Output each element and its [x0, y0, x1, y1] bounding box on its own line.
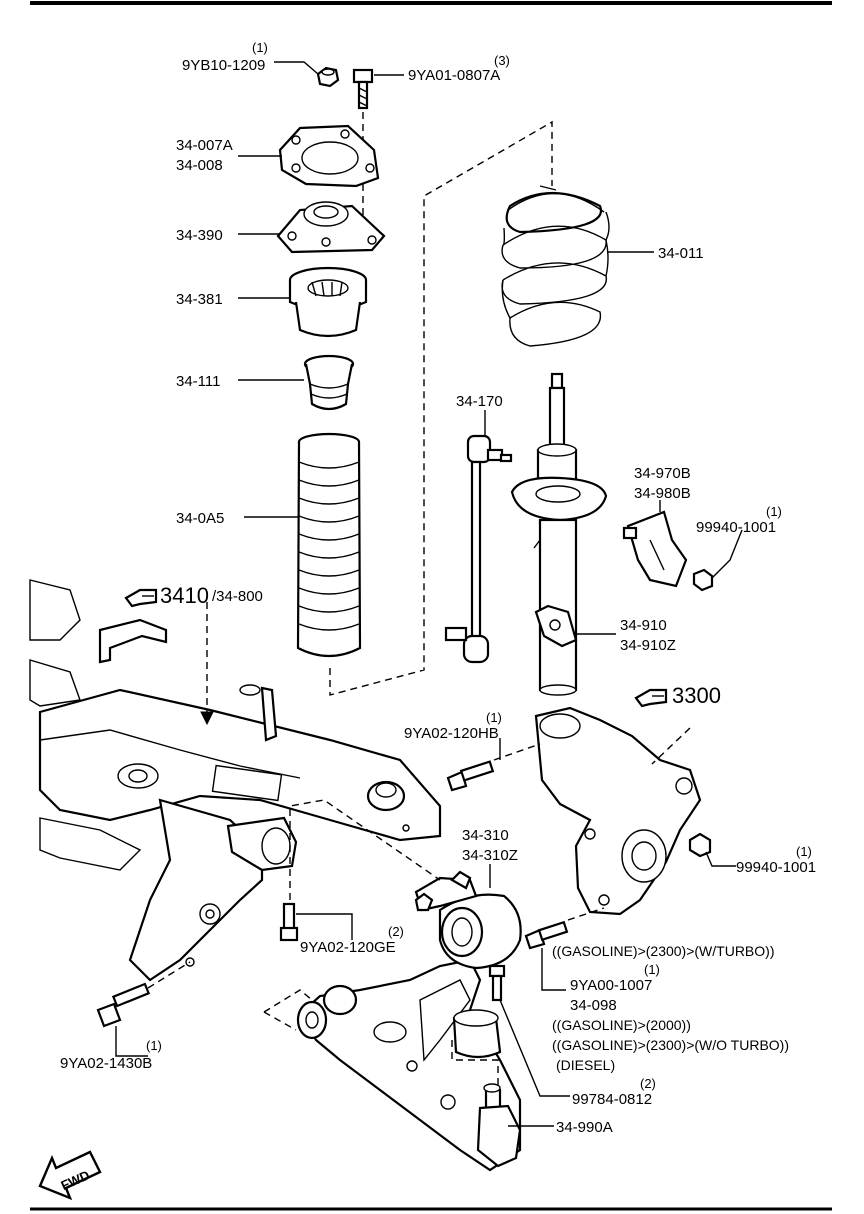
- label-34-390: 34-390: [176, 227, 223, 244]
- upper-mount-34-390[interactable]: [276, 201, 386, 254]
- label-34-170: 34-170: [456, 393, 503, 410]
- bolt-9ya01-0807a[interactable]: [352, 68, 374, 110]
- bushing-34-310[interactable]: [414, 870, 522, 970]
- label-34-008: 34-008: [176, 157, 223, 174]
- note-gasoline-2000: ((GASOLINE)>(2000)): [552, 1017, 691, 1033]
- bracket-34-970b[interactable]: [622, 510, 688, 588]
- shock-absorber-34-910[interactable]: [510, 372, 608, 696]
- bolt-9ya02-120hb[interactable]: [446, 760, 495, 792]
- label-ref-34-800[interactable]: /34-800: [212, 588, 263, 605]
- nut-9yb10-1209[interactable]: [316, 66, 340, 88]
- label-qty-99784: (2): [640, 1076, 656, 1091]
- dust-boot-34-0a5[interactable]: [296, 432, 362, 658]
- label-9yb10-1209: 9YB10-1209: [182, 57, 265, 74]
- bump-stop-34-111[interactable]: [303, 354, 355, 411]
- label-34-011: 34-011: [658, 245, 704, 262]
- label-qty-9ya02-120ge: (2): [388, 924, 404, 939]
- label-9ya00-1007: 9YA00-1007: [570, 977, 652, 994]
- ball-joint-dash: [451, 1040, 499, 1090]
- label-qty-9ya01: (3): [494, 53, 510, 68]
- label-qty-99940-top: (1): [766, 504, 782, 519]
- nut-99940-1001-top[interactable]: [692, 568, 714, 592]
- label-34-098: 34-098: [570, 997, 617, 1014]
- label-34-381: 34-381: [176, 291, 223, 308]
- crossmember-3410[interactable]: [29, 579, 442, 982]
- knuckle-arrow-line: [651, 727, 691, 765]
- label-34-910z: 34-910Z: [620, 637, 676, 654]
- label-34-990a: 34-990A: [556, 1119, 613, 1136]
- label-34-910: 34-910: [620, 617, 667, 634]
- label-ref-3300[interactable]: 3300: [672, 683, 721, 708]
- bolt-120ge-dash: [289, 799, 441, 900]
- label-9ya02-120ge: 9YA02-120GE: [300, 939, 396, 956]
- bolt-99784-0812[interactable]: [488, 964, 506, 1002]
- bolt-9ya00-dash: [567, 907, 605, 921]
- bushing-34-098[interactable]: [452, 1009, 502, 1059]
- note-diesel: (DIESEL): [556, 1057, 615, 1073]
- label-9ya02-120hb: 9YA02-120HB: [404, 725, 499, 742]
- label-99940-1001-top: 99940-1001: [696, 519, 776, 536]
- label-34-0a5: 34-0A5: [176, 510, 224, 527]
- label-34-980b: 34-980B: [634, 485, 691, 502]
- note-gasoline-2300-no-turbo: ((GASOLINE)>(2300)>(W/O TURBO)): [552, 1037, 789, 1053]
- label-qty-9ya02-1430b: (1): [146, 1038, 162, 1053]
- crossmember-arrow-head: [200, 711, 214, 726]
- note-gasoline-2300-turbo: ((GASOLINE)>(2300)>(W/TURBO)): [552, 943, 774, 959]
- label-34-970b: 34-970B: [634, 465, 691, 482]
- hand-pointer-icon: [634, 688, 668, 708]
- assembly-dash-line: [329, 120, 553, 696]
- bearing-34-381[interactable]: [288, 266, 368, 338]
- label-9ya01-0807a: 9YA01-0807A: [408, 67, 500, 84]
- bolt-1430b-dash: [147, 961, 313, 1031]
- label-qty-9ya00: (1): [644, 962, 660, 977]
- label-qty-9ya02-120hb: (1): [486, 710, 502, 725]
- label-9ya02-1430b: 9YA02-1430B: [60, 1055, 152, 1072]
- label-qty-9yb10: (1): [252, 40, 268, 55]
- hand-pointer-icon: [124, 588, 158, 608]
- bolt-120hb-dash: [493, 743, 541, 761]
- leader-lines: [115, 61, 743, 1127]
- label-34-111: 34-111: [176, 373, 220, 390]
- label-99940-1001-mid: 99940-1001: [736, 859, 816, 876]
- label-ref-3410[interactable]: 3410: [160, 583, 209, 608]
- coil-spring-34-011[interactable]: [501, 185, 610, 347]
- stabilizer-link-34-170[interactable]: [444, 434, 513, 664]
- mount-plate-34-007a[interactable]: [278, 124, 380, 188]
- bolt-9ya00-1007[interactable]: [524, 920, 569, 950]
- label-34-310z: 34-310Z: [462, 847, 518, 864]
- label-99784-0812: 99784-0812: [572, 1091, 652, 1108]
- label-34-310: 34-310: [462, 827, 509, 844]
- ball-joint-34-990a[interactable]: [476, 1083, 522, 1168]
- label-34-007a: 34-007A: [176, 137, 233, 154]
- bolt-9ya02-1430b[interactable]: [96, 982, 151, 1028]
- label-qty-99940-mid: (1): [796, 844, 812, 859]
- bolt-9ya02-120ge[interactable]: [279, 902, 299, 942]
- fwd-arrow-icon: FWD: [38, 1150, 102, 1201]
- nut-99940-1001-mid[interactable]: [688, 832, 712, 858]
- steering-knuckle-3300[interactable]: [534, 706, 702, 916]
